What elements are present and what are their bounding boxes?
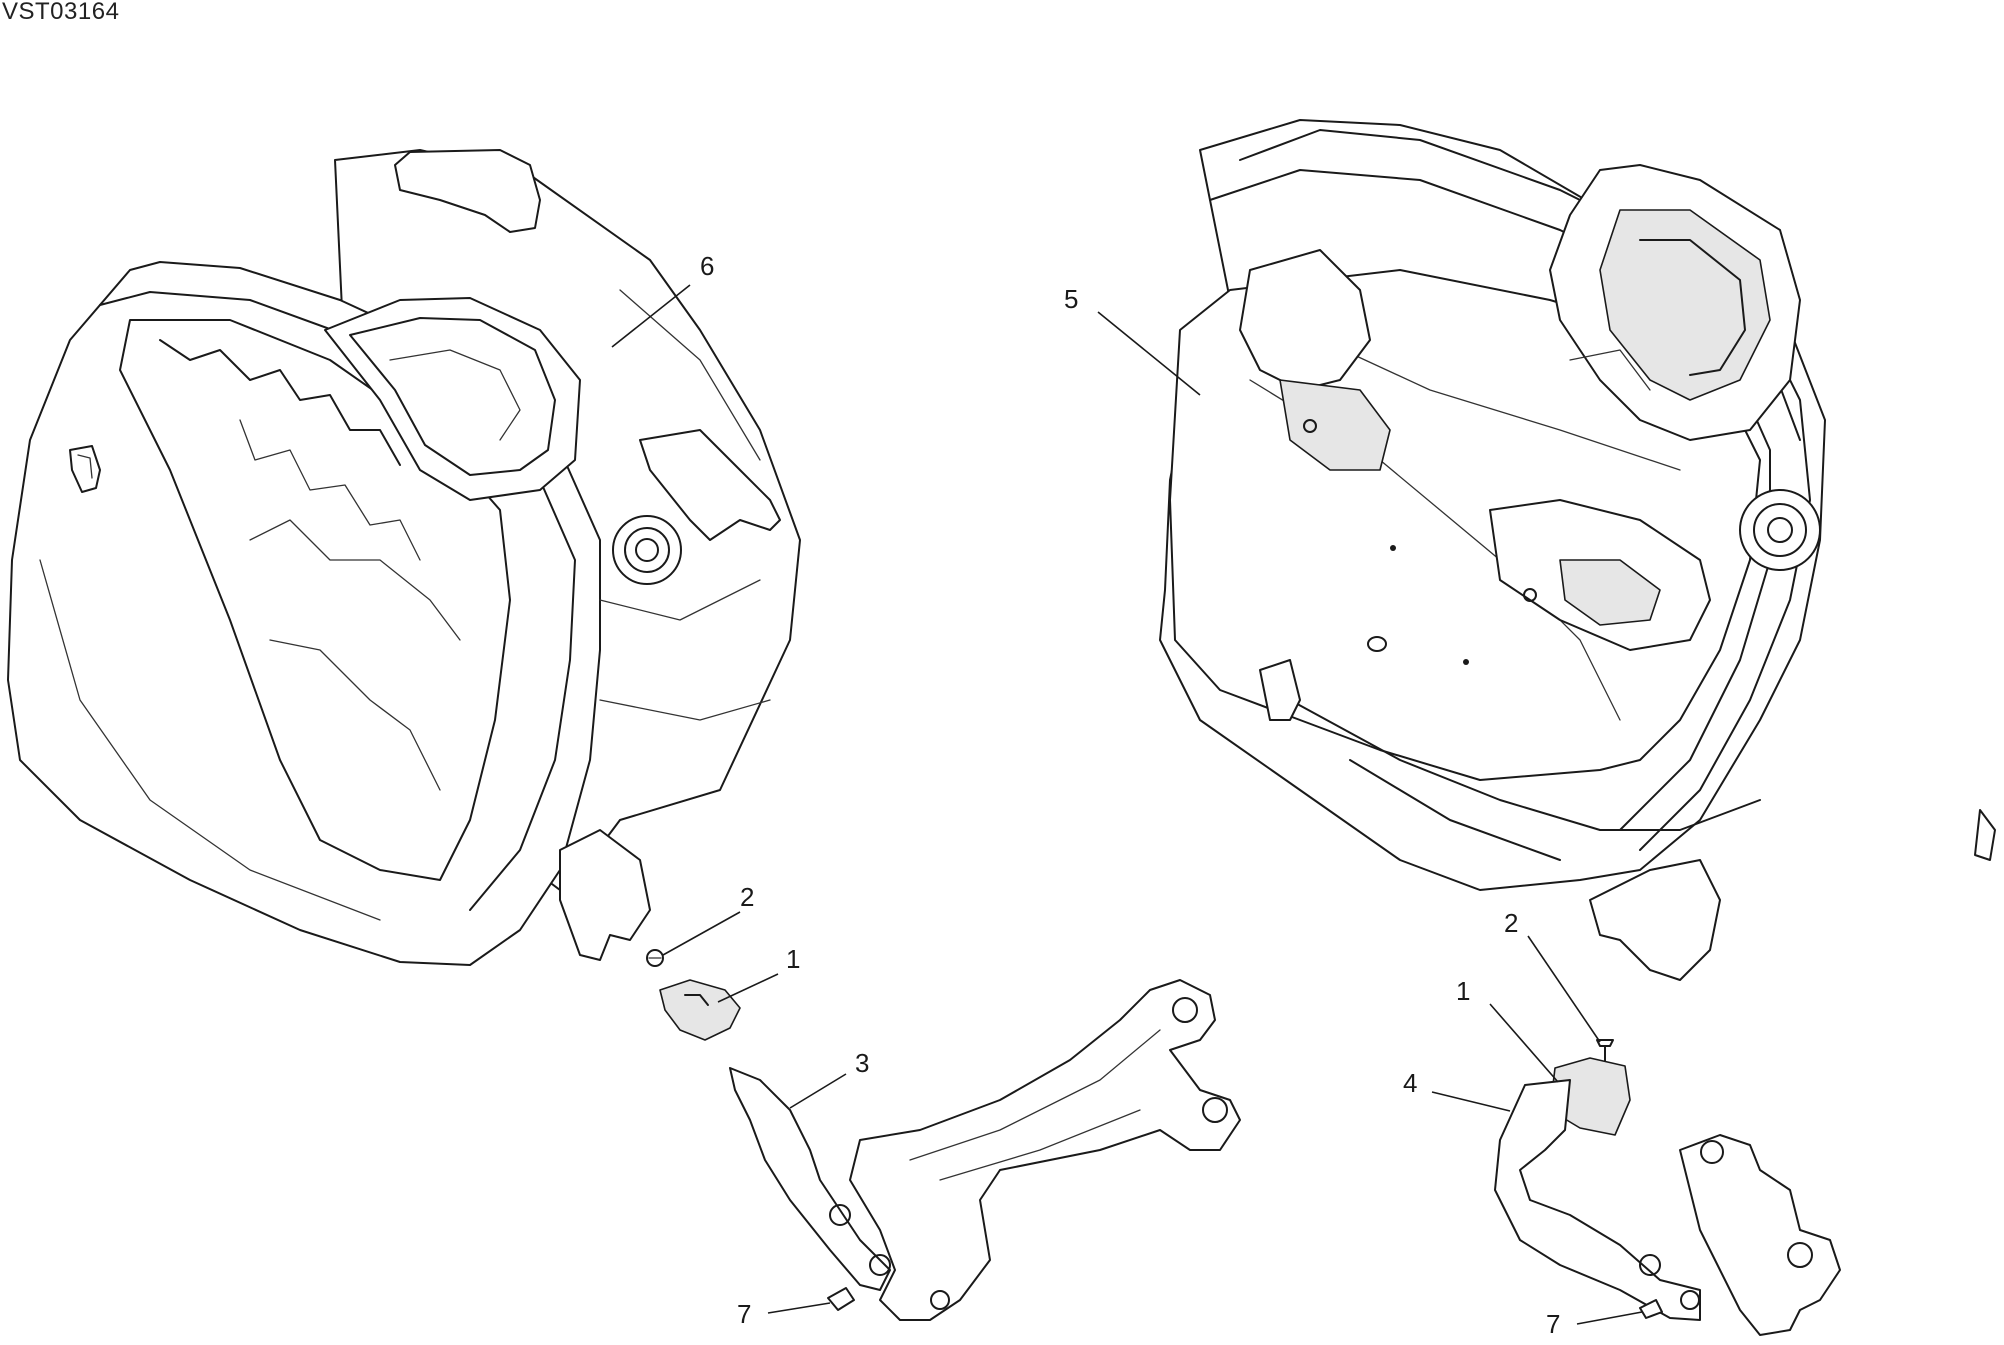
callout-1-right: 1 — [1456, 976, 1470, 1006]
leader-lines — [611, 284, 1643, 1325]
callout-4: 4 — [1403, 1068, 1417, 1098]
left-screw-2 — [646, 949, 664, 967]
right-screw-2 — [1596, 1039, 1614, 1063]
callout-5: 5 — [1064, 284, 1078, 314]
callout-6: 6 — [700, 251, 714, 281]
right-frame-bracket — [1679, 1134, 1841, 1336]
callout-3: 3 — [855, 1048, 869, 1078]
callout-7-right: 7 — [1546, 1309, 1560, 1339]
right-bracket-4 — [1494, 1079, 1701, 1321]
left-screw-7 — [827, 1287, 855, 1311]
right-screw-7 — [1639, 1299, 1663, 1319]
callout-2-left: 2 — [740, 882, 754, 912]
callout-1-left: 1 — [786, 944, 800, 974]
callout-7-left: 7 — [737, 1299, 751, 1329]
left-bracket-3 — [729, 1067, 891, 1291]
right-pannier — [1159, 119, 1996, 981]
left-frame-bracket — [849, 979, 1241, 1321]
left-cap-1 — [659, 979, 741, 1041]
callout-labels: 6 5 2 1 3 7 2 1 4 7 — [700, 251, 1560, 1339]
callout-2-right: 2 — [1504, 908, 1518, 938]
left-pannier — [7, 149, 801, 966]
drawing-code: VST03164 — [2, 0, 120, 25]
